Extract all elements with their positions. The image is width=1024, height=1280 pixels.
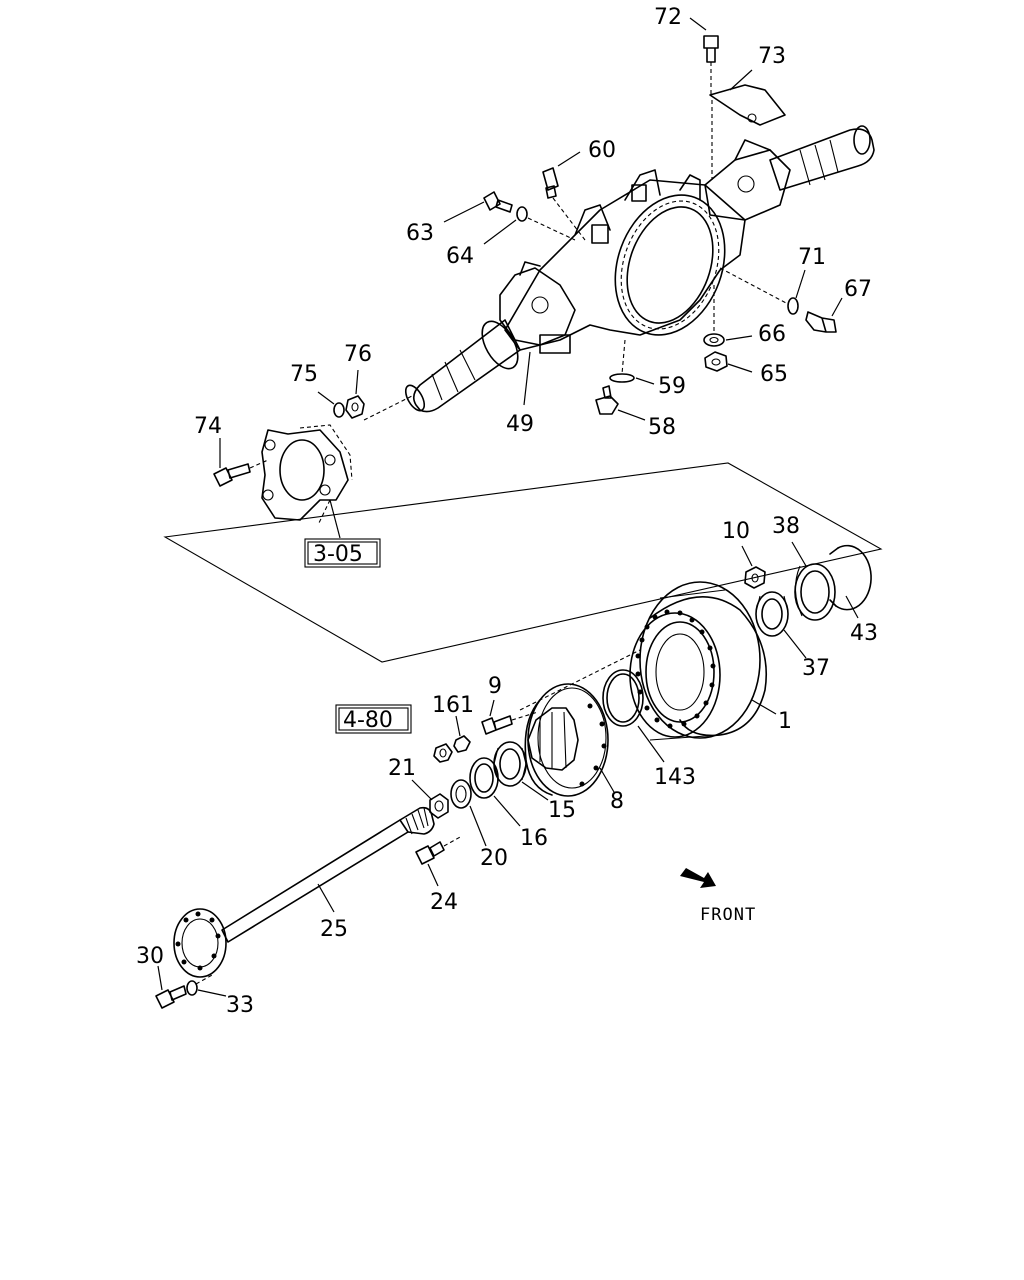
label-161: 161	[432, 693, 474, 718]
label-67: 67	[844, 277, 872, 302]
label-15: 15	[548, 798, 576, 823]
label-71: 71	[798, 245, 826, 270]
label-37: 37	[802, 656, 830, 681]
label-66: 66	[758, 322, 786, 347]
nut-21	[429, 793, 449, 819]
label-9: 9	[488, 674, 502, 699]
bolt-74	[213, 459, 269, 487]
washer-75	[333, 402, 345, 418]
reference-box-3-05: 3-05	[304, 538, 381, 568]
o-ring-143	[602, 669, 644, 727]
washer-66	[703, 285, 725, 347]
bracket-73	[709, 84, 786, 180]
breather-60	[542, 167, 586, 241]
plug-58	[595, 385, 619, 415]
washer-33	[186, 973, 215, 996]
label-73: 73	[758, 44, 786, 69]
label-72: 72	[654, 5, 682, 30]
label-65: 65	[760, 362, 788, 387]
front-arrow-icon	[680, 868, 716, 888]
washer-59	[609, 339, 635, 383]
label-49: 49	[506, 412, 534, 437]
leader-lines-top	[219, 17, 843, 539]
axle-shaft-25	[173, 806, 435, 978]
reference-label-4-80: 4-80	[343, 708, 393, 733]
axle-housing	[404, 125, 875, 413]
label-64: 64	[446, 244, 474, 269]
washer-64	[516, 206, 576, 241]
nut-65	[704, 351, 728, 372]
label-25: 25	[320, 917, 348, 942]
stud-axis-line	[363, 395, 413, 421]
reference-box-4-80: 4-80	[335, 704, 412, 734]
label-38: 38	[772, 514, 800, 539]
label-60: 60	[588, 138, 616, 163]
bolt-30	[155, 985, 187, 1009]
wheel-hub-8	[524, 683, 609, 797]
label-21: 21	[388, 756, 416, 781]
assembly-bracket-outline	[163, 462, 883, 663]
nut-76	[345, 395, 365, 419]
bolt-24	[415, 835, 463, 865]
part-number-labels: 72 73 60 63 64 71 67 66 65 59 58 49 75 7…	[136, 5, 878, 1018]
lock-washer-20	[450, 779, 472, 809]
label-75: 75	[290, 362, 318, 387]
washer-71	[719, 267, 799, 315]
nut-10	[744, 566, 766, 589]
label-58: 58	[648, 415, 676, 440]
hub-bolt-9	[481, 711, 539, 735]
label-8: 8	[610, 789, 624, 814]
label-43: 43	[850, 621, 878, 646]
reference-label-3-05: 3-05	[313, 542, 363, 567]
drum-axis-line	[519, 649, 641, 711]
drum-bolt-holes	[635, 609, 716, 729]
bolt-67	[805, 311, 837, 333]
leader-lines-bottom	[157, 541, 859, 997]
label-59: 59	[658, 374, 686, 399]
label-33: 33	[226, 993, 254, 1018]
oil-seal-38	[794, 563, 836, 621]
label-143: 143	[654, 765, 696, 790]
flange-3-05	[261, 424, 353, 526]
nut-4-80	[433, 743, 453, 763]
bearing-15	[493, 741, 527, 787]
label-76: 76	[344, 342, 372, 367]
label-20: 20	[480, 846, 508, 871]
label-24: 24	[430, 890, 458, 915]
label-63: 63	[406, 221, 434, 246]
label-1: 1	[778, 709, 792, 734]
label-74: 74	[194, 414, 222, 439]
front-direction-label: FRONT	[700, 905, 756, 925]
bolt-72	[703, 35, 719, 95]
seal-16	[469, 757, 499, 799]
washer-161	[453, 735, 471, 753]
label-16: 16	[520, 826, 548, 851]
brake-drum-1	[629, 581, 768, 741]
label-10: 10	[722, 519, 750, 544]
bearing-37	[755, 591, 789, 637]
plug-63	[483, 191, 513, 213]
snap-ring-43	[829, 544, 872, 611]
label-30: 30	[136, 944, 164, 969]
